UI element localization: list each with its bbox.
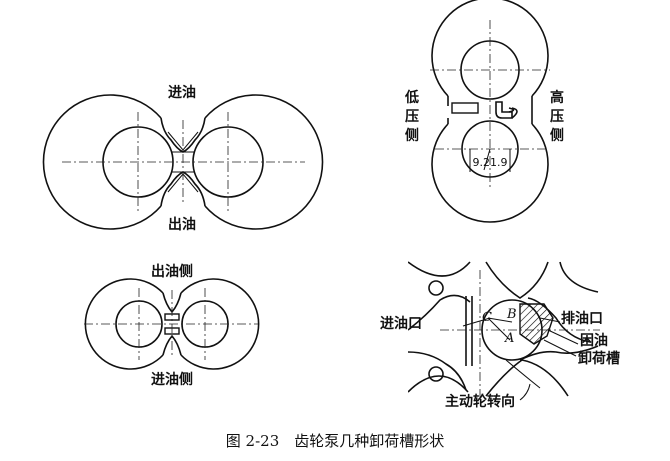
svg-text:压: 压: [550, 109, 564, 125]
gear-teeth: [408, 261, 599, 397]
point-c-label: C: [482, 310, 492, 325]
inlet-label: 进油: [168, 84, 196, 101]
outlet-side-label: 出油侧: [151, 263, 193, 280]
center-lines: [62, 112, 305, 212]
high-pressure-label: 高 压 侧: [550, 89, 564, 144]
inlet-port-label: 进油口: [380, 315, 422, 332]
relief-groove: [451, 101, 518, 119]
figure-caption: 图 2-23 齿轮泵几种卸荷槽形状: [226, 432, 444, 450]
low-pressure-label: 低 压 侧: [404, 89, 419, 144]
leader-lines: [462, 317, 579, 401]
svg-text:侧: 侧: [405, 127, 419, 144]
svg-text:侧: 侧: [550, 127, 564, 144]
center-lines: [84, 288, 258, 360]
svg-text:压: 压: [405, 109, 419, 125]
dimension-lines: [469, 148, 511, 172]
point-b-label: B: [506, 307, 517, 322]
construction-lines: [440, 270, 600, 398]
relief-groove-diagram-c: 出油侧 进油侧: [84, 263, 260, 388]
outlet-label: 出油: [168, 216, 196, 233]
relief-groove-diagram-a: 进油 出油: [42, 84, 324, 233]
outlet-port-label: 排油口: [561, 310, 603, 327]
inlet-side-label: 进油侧: [151, 371, 193, 388]
relief-groove: [465, 296, 554, 366]
svg-text:低: 低: [404, 89, 419, 106]
housing-outline: [431, 0, 549, 223]
dimension-label: 9.21.9: [473, 156, 508, 169]
relief-groove-label: 卸荷槽: [578, 350, 620, 367]
housing-outline: [42, 94, 324, 230]
relief-groove-diagram-b: 9.21.9 低 压 侧 高 压 侧: [404, 0, 564, 223]
svg-text:高: 高: [550, 89, 564, 106]
rotation-direction-label: 主动轮转向: [445, 393, 515, 410]
trapped-oil-label: 困油: [580, 332, 608, 349]
point-a-label: A: [504, 331, 514, 346]
relief-groove-diagram-d: C B A 进油口 排油口 困油 卸荷槽 主动轮转向: [380, 261, 620, 410]
